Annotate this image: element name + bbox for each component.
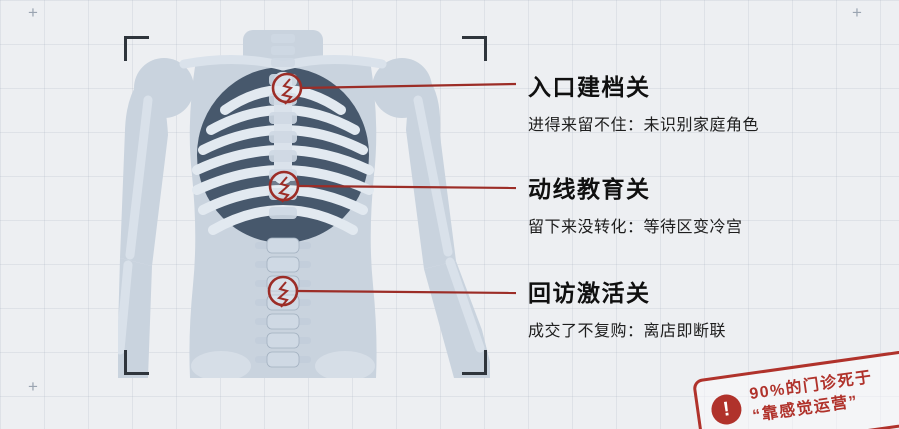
frame-corner-bottom-right: [462, 350, 487, 375]
annotation-subtitle: 成交了不复购：离店即断联: [528, 323, 727, 340]
annotation-title: 入口建档关: [528, 74, 651, 100]
pelvis: [191, 351, 375, 378]
annotation-group-1: 入口建档关 进得来留不住：未识别家庭角色: [528, 68, 759, 135]
warning-stamp: ! 90%的门诊死于 “靠感觉运营”: [692, 342, 899, 429]
frame-corner-top-right: [462, 36, 487, 61]
frame-corner-top-left: [124, 36, 149, 61]
annotation-title: 回访激活关: [528, 280, 651, 306]
sternum: [274, 72, 292, 184]
exclamation-icon: !: [709, 392, 744, 427]
annotation-title: 动线教育关: [528, 176, 651, 202]
grid-plus-mark: +: [852, 3, 862, 22]
frame-corner-bottom-left: [124, 350, 149, 375]
skeleton-illustration: [118, 30, 490, 378]
arm-bones: [118, 95, 485, 355]
grid-plus-mark: +: [28, 377, 38, 396]
annotation-subtitle: 进得来留不住：未识别家庭角色: [528, 117, 760, 134]
grid-plus-mark: +: [28, 3, 38, 22]
annotation-group-2: 动线教育关 留下来没转化：等待区变冷宫: [528, 170, 743, 237]
xray-panel: [118, 30, 490, 378]
annotation-group-3: 回访激活关 成交了不复购：离店即断联: [528, 274, 726, 341]
annotation-subtitle: 留下来没转化：等待区变冷宫: [528, 219, 743, 236]
